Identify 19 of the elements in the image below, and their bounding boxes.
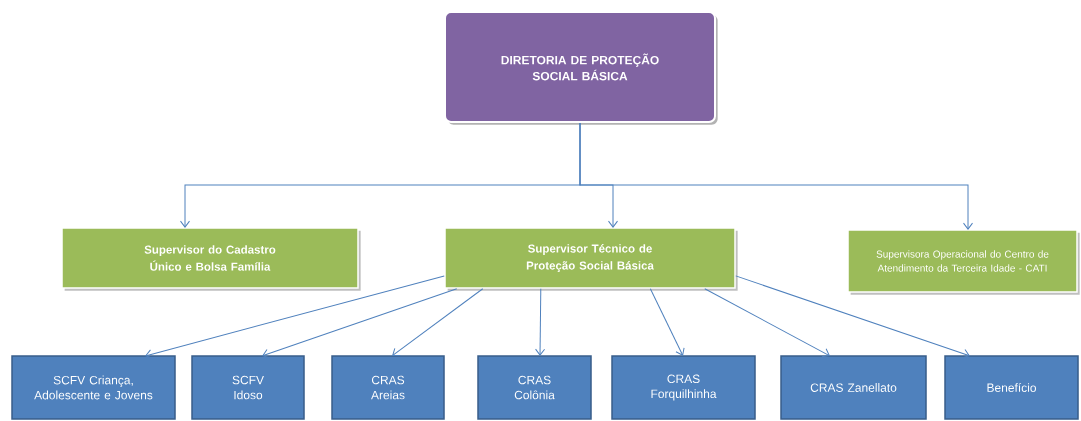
arrow: [579, 122, 973, 230]
arrow: [735, 275, 970, 359]
arrow: [262, 288, 458, 359]
unit-box: CRAS Forquilhinha: [611, 355, 756, 420]
supervisor-box: Supervisor Técnico de Proteção Social Básica: [444, 227, 738, 291]
supervisor-box: Supervisor do Cadastro Único e Bolsa Família: [61, 227, 361, 291]
unit-box: SCFV Idoso: [191, 355, 305, 420]
arrow: [704, 288, 830, 358]
supervisor-box: Supervisora Operacional do Centro de Atendimento da Terceira Idade - CATI: [847, 229, 1080, 295]
unit-box: SCFV Criança, Adolescente e Jovens: [11, 355, 176, 420]
unit-box: CRAS Colônia: [477, 355, 592, 420]
director-box: DIRETORIA DE PROTEÇÃO SOCIAL BÁSICA: [444, 11, 718, 125]
arrow: [649, 288, 685, 356]
unit-box: Benefício: [944, 355, 1079, 420]
arrow: [535, 288, 546, 356]
unit-box: CRAS Zanellato: [780, 355, 927, 420]
unit-box: CRAS Areias: [331, 355, 445, 420]
arrow: [392, 288, 484, 357]
arrow: [145, 275, 445, 360]
